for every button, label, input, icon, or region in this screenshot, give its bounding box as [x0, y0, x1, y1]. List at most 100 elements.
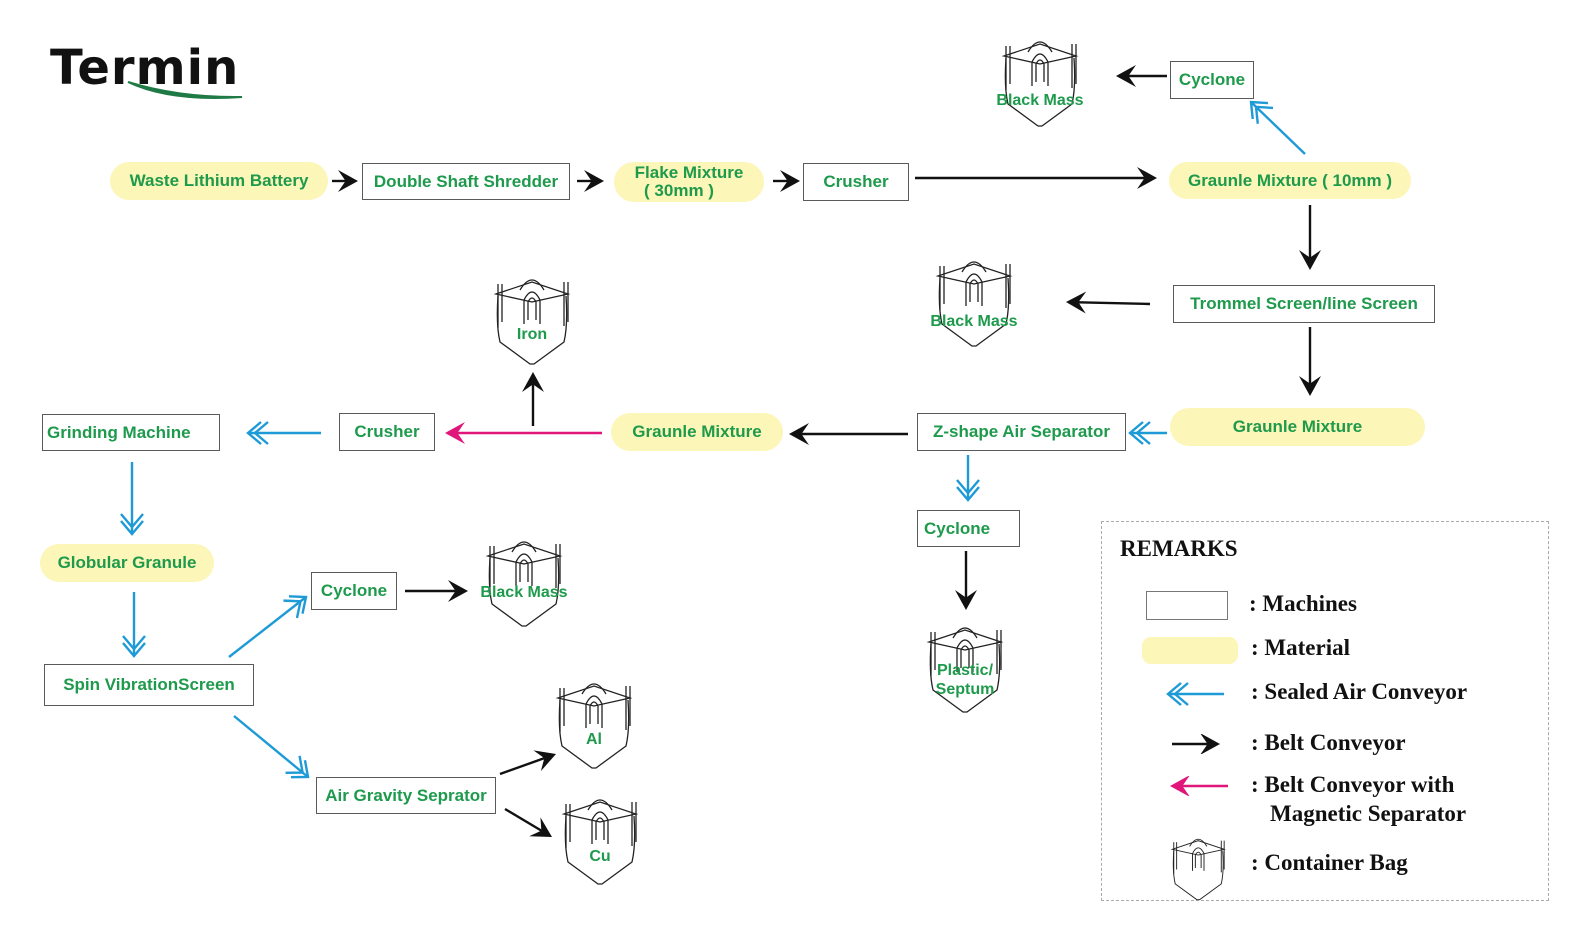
- material-globular-granule: Globular Granule: [40, 544, 214, 582]
- node-label: Waste Lithium Battery: [129, 171, 309, 190]
- machine-spin-vibration-screen: Spin VibrationScreen: [44, 664, 254, 706]
- bag-label: Black Mass: [996, 92, 1084, 109]
- bag-label: Black Mass: [480, 584, 568, 601]
- machine-z-shape-air-separator: Z-shape Air Separator: [917, 413, 1126, 451]
- machine-double-shaft-shredder: Double Shaft Shredder: [362, 163, 570, 200]
- legend-label-belt-conveyor: : Belt Conveyor: [1251, 730, 1406, 755]
- node-label: Cyclone: [924, 518, 991, 538]
- node-label: Graunle Mixture: [632, 422, 762, 441]
- material-flake-mixture: Flake Mixture ( 30mm ): [614, 162, 764, 202]
- container-bag-icon: [555, 683, 633, 769]
- container-bag-icon: [493, 279, 571, 365]
- magnetic-arrow-granule-to-crusher: [445, 422, 602, 444]
- belt-arrow-cyclone-to-plastic-bag: [955, 551, 977, 610]
- container-bag-icon: [561, 799, 639, 885]
- container-bag-al: Al: [552, 674, 636, 770]
- container-bag-plastic-septum: Plastic/ Septum: [923, 618, 1007, 714]
- air-arrow-z-separator-to-cyclone: [956, 455, 980, 502]
- machine-grinding: Grinding Machine: [42, 414, 220, 451]
- belt-arrow-trommel-to-black-mass: [1066, 291, 1151, 314]
- legend-label-material: : Material: [1251, 635, 1350, 660]
- termin-logo: Termin: [50, 40, 250, 104]
- legend-material-symbol: [1142, 637, 1238, 664]
- legend-label-magnetic-conveyor: : Belt Conveyor with: [1251, 772, 1455, 797]
- belt-arrow-cyclone-to-black-mass-low: [405, 580, 468, 602]
- machine-cyclone-mid: Cyclone: [917, 510, 1020, 547]
- legend-label-air-conveyor: : Sealed Air Conveyor: [1251, 679, 1468, 704]
- container-bag-black-mass-top: Black Mass: [996, 32, 1084, 128]
- belt-arrow-shredder-to-flake: [577, 170, 604, 192]
- node-label-line1: Flake Mixture: [634, 163, 744, 182]
- material-granule-mixture-10mm: Graunle Mixture ( 10mm ): [1169, 162, 1411, 199]
- belt-arrow-to-iron-bag: [522, 372, 544, 426]
- container-bag-icon: [1001, 41, 1079, 127]
- legend-magnetic-arrow: [1170, 776, 1228, 796]
- node-label: Air Gravity Seprator: [325, 785, 487, 805]
- legend-container-bag: [1168, 832, 1228, 901]
- air-arrow-spin-screen-to-air-gravity: [233, 715, 310, 779]
- legend-title: REMARKS: [1120, 536, 1238, 561]
- legend-label-container-bag: : Container Bag: [1251, 850, 1408, 875]
- material-granule-mixture-right: Graunle Mixture: [1170, 408, 1425, 446]
- bag-label-line1: Plastic/: [936, 662, 994, 679]
- legend-belt-arrow: [1172, 734, 1220, 754]
- node-label: Spin VibrationScreen: [63, 675, 235, 694]
- node-label: Globular Granule: [57, 553, 197, 572]
- machine-trommel-screen: Trommel Screen/line Screen: [1173, 285, 1435, 323]
- belt-arrow-granule-to-trommel: [1299, 205, 1321, 270]
- container-bag-icon: [1170, 838, 1226, 901]
- legend-label-magnetic-separator: Magnetic Separator: [1270, 801, 1467, 826]
- node-label: Cyclone: [320, 581, 388, 600]
- bag-label: Al: [586, 731, 602, 748]
- node-label: Graunle Mixture: [1232, 417, 1363, 436]
- node-label: Z-shape Air Separator: [933, 422, 1110, 441]
- air-arrow-grinding-to-globular: [120, 462, 144, 536]
- node-label: Trommel Screen/line Screen: [1190, 294, 1418, 313]
- machine-air-gravity-separator: Air Gravity Seprator: [316, 777, 496, 814]
- container-bag-black-mass-mid: Black Mass: [930, 252, 1018, 348]
- legend-magnetic-conveyor-arrow-icon: [1170, 776, 1228, 796]
- belt-arrow-air-gravity-to-al: [499, 750, 556, 776]
- belt-arrow-crusher-to-granule-10mm: [915, 167, 1157, 189]
- legend-air-arrow: [1166, 682, 1224, 706]
- node-label: Double Shaft Shredder: [373, 171, 559, 191]
- bag-label: Black Mass: [930, 313, 1018, 330]
- bag-label: Cu: [589, 848, 611, 865]
- node-label: Cyclone: [1178, 70, 1246, 89]
- container-bag-cu: Cu: [558, 790, 642, 886]
- air-arrow-spin-screen-to-cyclone: [228, 595, 308, 658]
- node-label-line2: ( 30mm ): [644, 181, 714, 200]
- belt-arrow-z-separator-to-granule: [789, 423, 908, 445]
- machine-cyclone-low: Cyclone: [311, 572, 397, 610]
- machine-crusher-mid: Crusher: [339, 413, 435, 451]
- node-label: Graunle Mixture ( 10mm ): [1187, 170, 1393, 190]
- belt-arrow-cyclone-to-black-mass-top: [1116, 65, 1167, 87]
- node-label: Grinding Machine: [47, 422, 191, 442]
- material-waste-lithium-battery: Waste Lithium Battery: [110, 162, 328, 200]
- container-bag-icon: [926, 627, 1004, 713]
- bag-label: Iron: [516, 326, 548, 343]
- machine-cyclone-top: Cyclone: [1170, 61, 1254, 99]
- legend-label-machines: : Machines: [1249, 591, 1357, 616]
- container-bag-black-mass-low: Black Mass: [480, 532, 568, 628]
- logo-swoosh-icon: [127, 81, 243, 99]
- belt-arrow-trommel-to-granule-mixture: [1299, 327, 1321, 396]
- legend-machine-symbol: [1146, 591, 1228, 620]
- air-arrow-granule-to-cyclone-top: [1249, 100, 1306, 155]
- material-granule-mixture-mid: Graunle Mixture: [611, 413, 783, 451]
- node-label: Crusher: [354, 422, 420, 441]
- belt-arrow-air-gravity-to-cu: [504, 807, 552, 837]
- air-arrow-globular-to-spin-screen: [122, 592, 146, 658]
- legend-air-conveyor-arrow-icon: [1166, 682, 1224, 706]
- air-arrow-crusher-to-grinding: [246, 421, 321, 445]
- container-bag-icon: [935, 261, 1013, 347]
- machine-crusher-top: Crusher: [803, 163, 909, 201]
- remarks-legend: REMARKS : Machines : Material : Sealed A…: [1101, 521, 1549, 901]
- belt-arrow-flake-to-crusher: [773, 170, 800, 192]
- legend-belt-conveyor-arrow-icon: [1172, 734, 1220, 754]
- node-label: Crusher: [823, 172, 889, 191]
- air-arrow-granule-to-z-separator: [1128, 421, 1167, 445]
- container-bag-iron: Iron: [490, 270, 574, 366]
- belt-arrow-battery-to-shredder: [332, 170, 358, 192]
